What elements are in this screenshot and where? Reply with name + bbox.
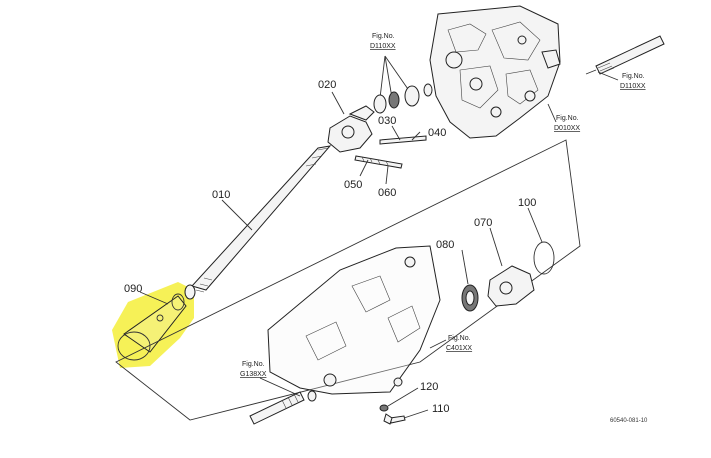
upper-housing <box>429 5 561 139</box>
figref-d110-top[interactable]: Fig.No. D110XX <box>370 33 396 50</box>
label-leaders <box>139 91 543 419</box>
long-shaft-010 <box>184 145 332 300</box>
svg-text:Fig.No.: Fig.No. <box>242 361 265 368</box>
cover-090 <box>117 293 187 361</box>
svg-text:Fig.No.: Fig.No. <box>372 33 395 40</box>
part-label-030[interactable]: 030 <box>378 115 396 127</box>
coupling-parts <box>461 241 555 312</box>
part-label-070[interactable]: 070 <box>474 217 492 229</box>
svg-text:Fig.No.: Fig.No. <box>622 73 645 80</box>
svg-text:G138XX: G138XX <box>240 371 267 378</box>
svg-text:D010XX: D010XX <box>554 125 580 132</box>
part-label-080[interactable]: 080 <box>436 239 454 251</box>
part-label-040[interactable]: 040 <box>428 127 446 139</box>
output-shaft-top <box>585 35 665 75</box>
part-label-020[interactable]: 020 <box>318 79 336 91</box>
part-label-110[interactable]: 110 <box>432 403 450 415</box>
universal-joint-020 <box>327 105 375 153</box>
seal-parts-top <box>373 83 433 114</box>
svg-text:D110XX: D110XX <box>620 83 646 90</box>
part-label-090[interactable]: 090 <box>124 283 142 295</box>
figref-d110-right[interactable]: Fig.No. D110XX <box>620 73 646 90</box>
figref-c401[interactable]: Fig.No. C401XX <box>446 335 472 352</box>
shaft-bottom <box>249 390 317 425</box>
part-label-060[interactable]: 060 <box>378 187 396 199</box>
svg-text:Fig.No.: Fig.No. <box>448 335 471 342</box>
diagram-code: 60540-081-10 <box>610 418 648 424</box>
part-label-050[interactable]: 050 <box>344 179 362 191</box>
part-090-highlight <box>112 282 194 368</box>
svg-text:D110XX: D110XX <box>370 43 396 50</box>
bolt-and-washer <box>379 404 406 425</box>
svg-text:C401XX: C401XX <box>446 345 472 352</box>
figref-d010[interactable]: Fig.No. D010XX <box>554 115 580 132</box>
part-label-100[interactable]: 100 <box>518 197 536 209</box>
leader-d110-right <box>597 71 619 81</box>
part-label-120[interactable]: 120 <box>420 381 438 393</box>
figref-g138[interactable]: Fig.No. G138XX <box>240 361 267 378</box>
svg-text:Fig.No.: Fig.No. <box>556 115 579 122</box>
part-label-010[interactable]: 010 <box>212 189 230 201</box>
drawing-area <box>82 0 674 442</box>
leader-d110-top <box>379 55 411 99</box>
lower-housing <box>267 245 441 395</box>
leader-d010 <box>547 103 557 123</box>
